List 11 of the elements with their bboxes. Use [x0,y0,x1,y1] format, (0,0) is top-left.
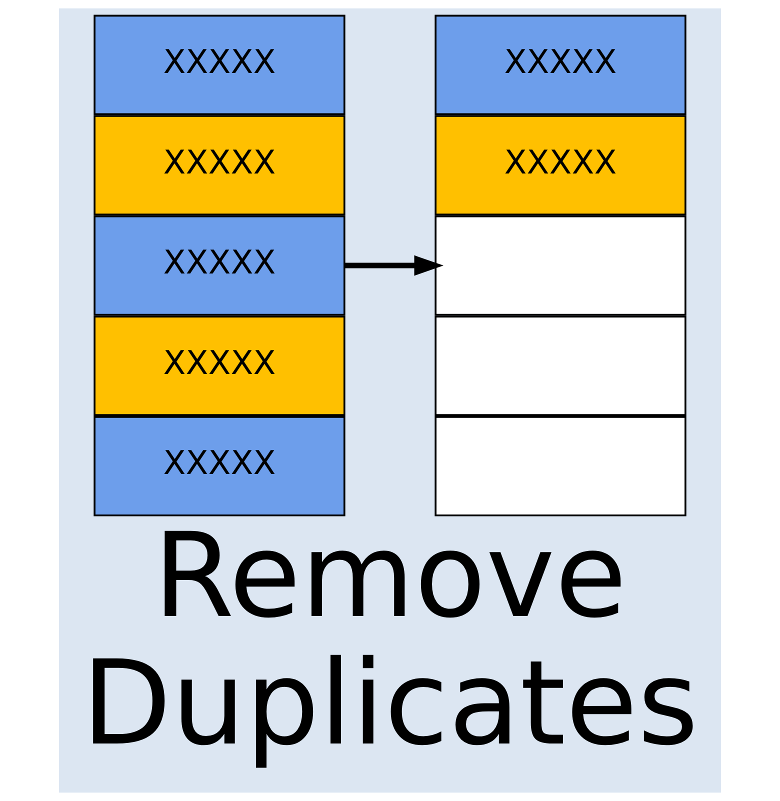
node-box [434,416,686,516]
node-box: XXXXX [94,416,346,516]
node-box: XXXXX [94,14,346,116]
arrow [344,255,444,276]
node-box: XXXXX [94,215,346,316]
node-box: XXXXX [94,316,346,416]
node-box: XXXXX [434,14,686,116]
node-box: XXXXX [94,115,346,216]
node-box: XXXXX [434,115,686,216]
node-box [434,215,686,316]
node-box [434,316,686,416]
